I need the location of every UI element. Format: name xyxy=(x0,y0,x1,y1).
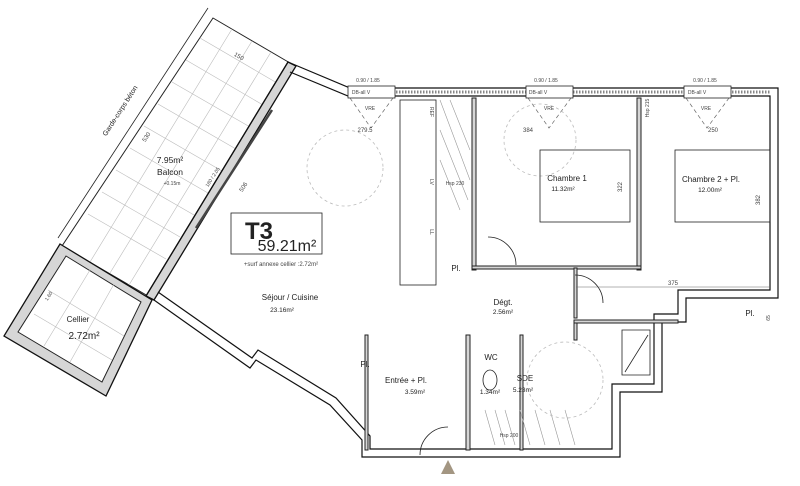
turning-circle xyxy=(306,129,384,207)
dim-label: 530 xyxy=(142,131,153,143)
cellar-area: 2.72m² xyxy=(68,331,100,342)
dim-label: 322 xyxy=(618,181,624,192)
balcony-label: Balcon xyxy=(157,167,183,177)
room-label-entry: Entrée + Pl. xyxy=(385,376,427,385)
interior-walls xyxy=(364,97,679,451)
balcony-area: 7.95m² xyxy=(157,155,184,165)
room-label-bedroom2: Chambre 2 + Pl. xyxy=(682,175,740,184)
sliding-door xyxy=(194,109,274,229)
room-area-hall: 2.56m² xyxy=(493,309,514,316)
washer-label: LL xyxy=(428,229,434,235)
room-label-hall: Dégt. xyxy=(493,298,512,307)
room-label-bedroom1: Chambre 1 xyxy=(547,174,587,183)
unit-area: 59.21m² xyxy=(258,238,317,255)
window-size: 0.90 / 1.85 xyxy=(356,78,380,84)
room-area-entry: 3.59m² xyxy=(405,389,426,396)
dishwasher-label: LV xyxy=(428,179,434,185)
room-label-bathroom: SDE xyxy=(517,374,533,383)
window-3[interactable] xyxy=(683,85,732,99)
bed-1 xyxy=(539,149,631,223)
dim-label: 150 xyxy=(233,52,245,63)
window-2[interactable] xyxy=(525,85,574,99)
cellar xyxy=(3,243,153,397)
railing-label: Garde-corps béton xyxy=(102,85,140,138)
window-type: DB-all V xyxy=(688,90,707,96)
kitchen-counter xyxy=(399,99,437,286)
bed-2 xyxy=(674,149,771,223)
duct-hatch xyxy=(439,99,576,446)
ceiling-height-label: Hsp 200 xyxy=(500,433,519,439)
shutter-label: VRE xyxy=(701,106,712,112)
room-label-wc: WC xyxy=(484,353,498,362)
dim-label: 1.60 xyxy=(44,291,54,303)
dim-label: 375 xyxy=(668,281,679,287)
window-type: DB-all V xyxy=(529,90,548,96)
dim-label: 384 xyxy=(523,128,534,134)
cellar-label: Cellier xyxy=(67,315,90,324)
toilet xyxy=(482,369,498,391)
shutter-label: VRE xyxy=(365,106,376,112)
window-size: 0.90 / 1.85 xyxy=(693,78,717,84)
dim-label: 65 xyxy=(766,315,772,321)
room-area-living: 23.16m² xyxy=(270,307,295,314)
closet-label: Pl. xyxy=(745,309,754,318)
railing-line xyxy=(57,7,209,239)
unit-box xyxy=(230,212,323,255)
window-type: DB-all V xyxy=(352,90,371,96)
shutter-label: VRE xyxy=(544,106,555,112)
balcony-tiles xyxy=(87,28,278,286)
fridge-label: REF xyxy=(428,107,434,117)
room-area-wc: 1.34m² xyxy=(480,389,501,396)
window-1[interactable] xyxy=(347,85,396,99)
room-area-bathroom: 5.23m² xyxy=(513,387,534,394)
door-swing xyxy=(487,236,517,266)
dim-label: 250 xyxy=(708,128,719,134)
ceiling-height-label: Hsp 215 xyxy=(645,98,651,117)
annex-note: +surf annexe cellier :2.72m² xyxy=(244,262,318,268)
shower xyxy=(621,329,651,376)
dim-label: 382 xyxy=(756,194,762,205)
entry-door-swing[interactable] xyxy=(419,426,449,456)
balcony-level: +0.15m xyxy=(164,181,181,187)
closet-label: Pl. xyxy=(360,360,369,369)
dim-label: 279.5 xyxy=(357,128,373,134)
entry-marker xyxy=(441,460,455,474)
room-area-bedroom1: 11.32m² xyxy=(551,186,575,193)
ceiling-height-label: Hsp 230 xyxy=(446,181,465,187)
unit-type: T3 xyxy=(245,218,273,245)
window-size: 0.90 / 1.85 xyxy=(534,78,558,84)
room-area-bedroom2: 12.00m² xyxy=(698,187,723,194)
room-label-living: Séjour / Cuisine xyxy=(262,293,319,302)
windows xyxy=(347,85,732,129)
balcony xyxy=(57,7,297,301)
closet-label: Pl. xyxy=(451,264,460,273)
dim-label: 506 xyxy=(239,181,250,193)
